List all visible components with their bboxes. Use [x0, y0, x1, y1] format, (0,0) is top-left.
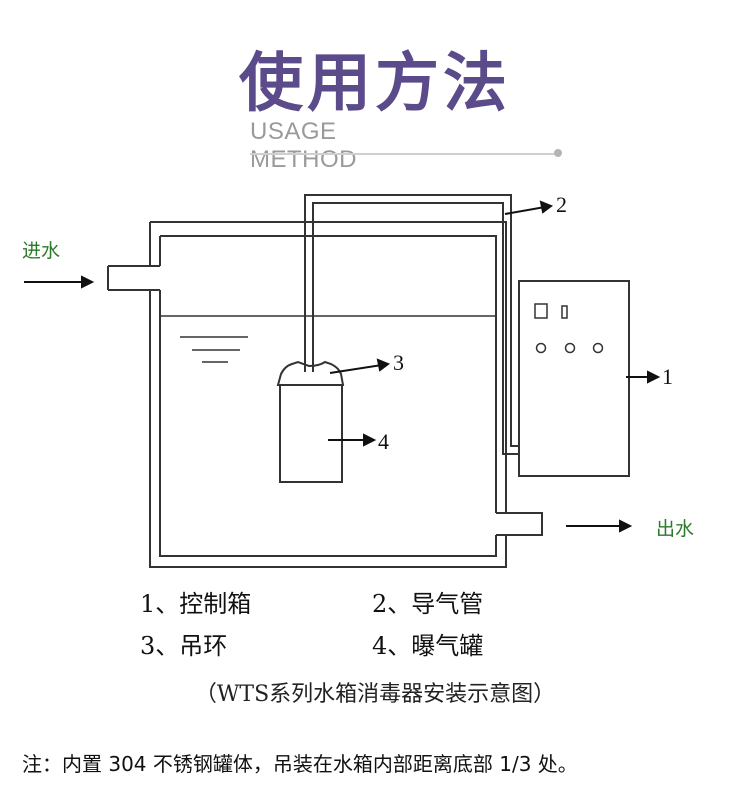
page-subtitle: USAGE METHOD — [250, 118, 357, 173]
callout-3-label: 3 — [393, 350, 404, 375]
gas-pipe-outer — [304, 194, 519, 447]
diagram-caption: （WTS系列水箱消毒器安装示意图） — [194, 682, 556, 707]
tank-inner-wall — [159, 235, 497, 557]
inlet-label: 进水 — [22, 240, 61, 262]
legend-item-gas-pipe: 2、导气管 — [372, 590, 484, 618]
legend-item-control-box: 1、控制箱 — [140, 590, 252, 618]
indicator-1 — [535, 342, 547, 354]
legend-item-aeration-tank: 4、曝气罐 — [372, 632, 484, 660]
callout-1-label: 1 — [662, 364, 673, 389]
callout-1-head — [647, 370, 661, 384]
outlet-label: 出水 — [656, 518, 695, 540]
outlet-arrow-head — [619, 519, 633, 533]
inlet-arrow-head — [81, 275, 95, 289]
control-box — [518, 280, 630, 477]
indicator-3 — [592, 342, 604, 354]
inlet-pipe — [107, 265, 160, 291]
aeration-tank — [279, 384, 343, 483]
control-switch-2 — [561, 305, 568, 319]
page-title: 使用方法 — [239, 47, 511, 121]
indicator-2 — [564, 342, 576, 354]
installation-note: 注：内置 304 不锈钢罐体，吊装在水箱内部距离底部 1/3 处。 — [22, 752, 578, 776]
outlet-pipe — [496, 512, 543, 536]
callout-2-label: 2 — [556, 192, 567, 217]
callout-3-arrow — [329, 364, 383, 374]
callout-2-head — [539, 200, 554, 214]
callout-4-label: 4 — [378, 429, 389, 454]
hanging-ring-dome — [276, 360, 345, 386]
legend-item-hanging-ring: 3、吊环 — [140, 632, 228, 660]
control-switch-1 — [534, 303, 548, 319]
subtitle-divider — [250, 153, 556, 155]
tank-outer-wall — [149, 221, 507, 568]
gas-pipe-inner — [312, 202, 519, 455]
callout-4-head — [363, 433, 377, 447]
callout-2-arrow — [504, 206, 546, 215]
callout-3-head — [376, 358, 391, 372]
subtitle-divider-dot — [554, 149, 562, 157]
